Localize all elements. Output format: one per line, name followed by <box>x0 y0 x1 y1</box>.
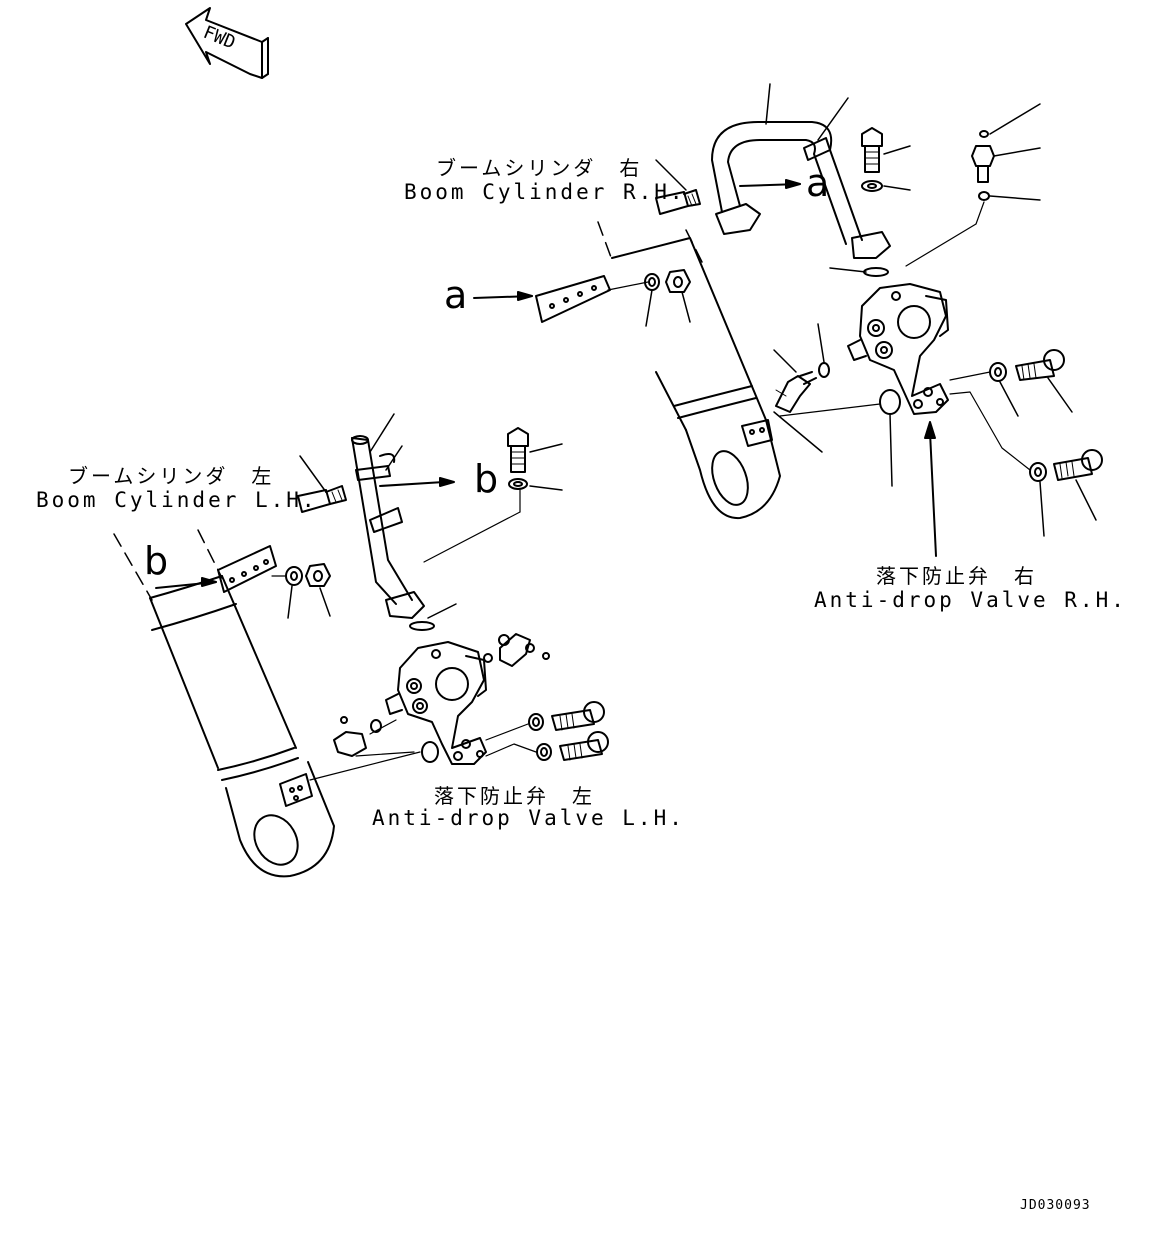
boom-cylinder-lh-label-jp: ブームシリンダ 左 <box>68 464 275 488</box>
anti-drop-valve-lh-label-en: Anti-drop Valve L.H. <box>372 806 685 830</box>
plug-rh <box>879 389 901 415</box>
bolt-lh-pipe <box>297 485 347 513</box>
nut-rh-bracket <box>665 269 691 293</box>
washer-rh-vertical <box>861 180 883 192</box>
oring-rh-pipe <box>863 267 889 277</box>
boom-cylinder-rh-label-jp: ブームシリンダ 右 <box>436 156 643 180</box>
anti-drop-valve-rh-body <box>847 283 949 415</box>
fitting-rh-top <box>971 130 995 201</box>
elbow-fitting-rh <box>775 371 817 413</box>
elbow-fitting-lh-top <box>483 633 550 667</box>
bolt-lh-1 <box>551 701 605 731</box>
bolt-rh-vertical <box>861 127 883 173</box>
anti-drop-valve-rh-label-en: Anti-drop Valve R.H. <box>814 588 1127 612</box>
washer-rh-2 <box>1029 462 1047 482</box>
boom-cylinder-rh-label-en: Boom Cylinder R.H. <box>404 180 686 204</box>
drawing-code: JD030093 <box>1020 1198 1091 1213</box>
fwd-arrow-icon: FWD <box>185 7 269 79</box>
anti-drop-valve-lh-label-jp: 落下防止弁 左 <box>434 784 595 808</box>
anti-drop-valve-rh-label-jp: 落下防止弁 右 <box>876 564 1037 588</box>
boom-cylinder-rh <box>535 221 781 520</box>
callout-a-upper: a <box>806 161 830 205</box>
oring-rh-elbow <box>818 362 830 378</box>
pipe-rh <box>711 121 891 259</box>
arrowhead-a-rh <box>517 291 533 301</box>
bolt-rh-pipe <box>655 189 701 215</box>
washer-rh-1 <box>989 362 1007 382</box>
oring-lh-pipe <box>409 621 435 631</box>
washer-lh-bracket <box>285 566 303 586</box>
washer-lh-1 <box>528 713 544 731</box>
callout-b-left: b <box>144 539 169 583</box>
pipe-lh <box>351 435 425 619</box>
bolt-lh-vertical <box>507 427 529 473</box>
callout-a-left: a <box>444 273 468 317</box>
bolt-lh-2 <box>559 731 609 761</box>
washer-lh-2 <box>536 743 552 761</box>
callout-b-upper: b <box>474 457 499 501</box>
washer-lh-vertical <box>508 478 528 490</box>
plug-lh <box>421 741 439 763</box>
boom-cylinder-lh-label-en: Boom Cylinder L.H. <box>36 488 318 512</box>
nut-lh-bracket <box>305 563 331 587</box>
boom-cylinder-lh <box>113 529 335 878</box>
bolt-rh-2 <box>1053 449 1103 481</box>
bolt-rh-1 <box>1015 349 1065 381</box>
fwd-label: FWD <box>200 22 238 54</box>
anti-drop-valve-lh-body <box>385 641 487 765</box>
arrowhead-b-lh <box>201 577 217 587</box>
elbow-fitting-lh-side <box>333 716 382 757</box>
